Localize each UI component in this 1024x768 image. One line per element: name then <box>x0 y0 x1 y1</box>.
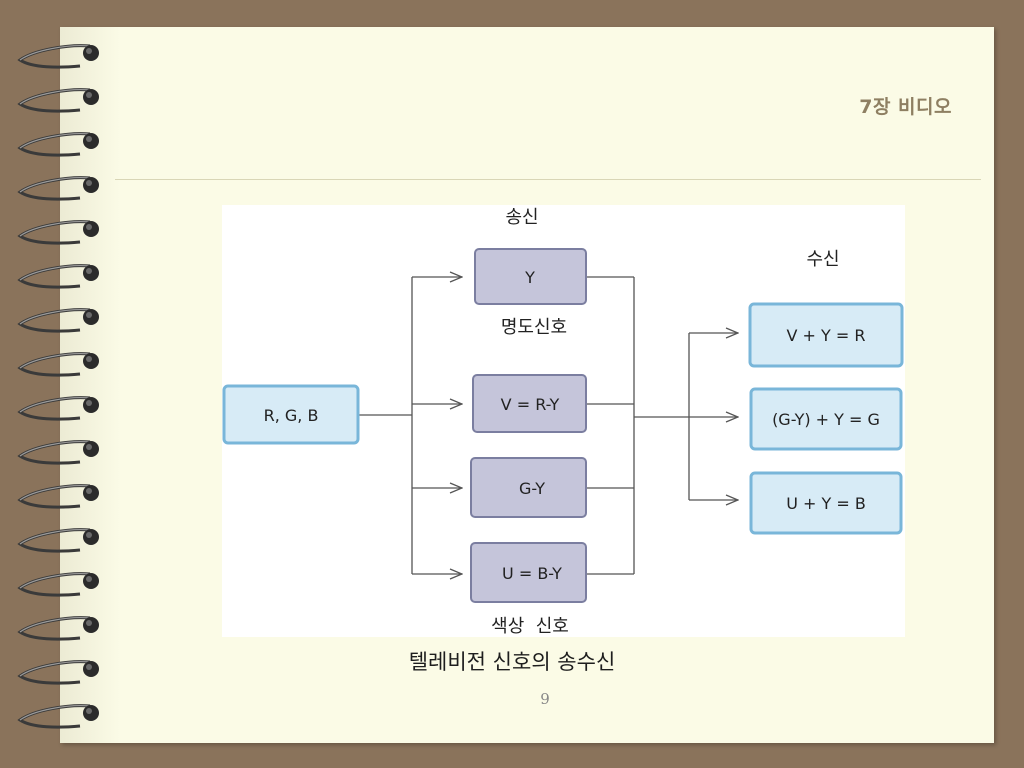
transmit-node-y: Y <box>474 248 587 305</box>
binding-ring <box>14 604 114 648</box>
binding-ring <box>14 384 114 428</box>
figure-caption: 텔레비전 신호의 송수신 <box>408 650 616 674</box>
receive-node-b: U + Y = B <box>749 471 903 535</box>
transmit-node-v-label: V = R-Y <box>501 395 560 414</box>
input-node: R, G, B <box>222 384 360 445</box>
chroma-signal-label: 색상 신호 <box>491 616 569 637</box>
binding-ring <box>14 428 114 472</box>
transmit-node-u-label: U = B-Y <box>502 564 562 583</box>
receive-node-b-label: U + Y = B <box>786 494 866 513</box>
receive-label: 수신 <box>806 249 839 270</box>
receive-node-r: V + Y = R <box>748 302 904 368</box>
binding-ring <box>14 692 114 736</box>
binding-ring <box>14 76 114 120</box>
binding-ring <box>14 252 114 296</box>
receive-node-r-label: V + Y = R <box>787 326 866 345</box>
binding-ring <box>14 472 114 516</box>
binding-ring <box>14 516 114 560</box>
page-number: 9 <box>540 690 550 708</box>
receive-node-g: (G-Y) + Y = G <box>749 387 903 451</box>
binding-ring <box>14 296 114 340</box>
input-node-label: R, G, B <box>264 406 319 425</box>
signal-diagram: R, G, B Y V = R-Y G-Y U = B-Y V + Y = R … <box>222 207 904 637</box>
receive-node-g-label: (G-Y) + Y = G <box>772 410 880 429</box>
luma-signal-label: 명도신호 <box>501 317 567 338</box>
binding-ring <box>14 164 114 208</box>
chapter-title: 7장 비디오 <box>859 96 952 118</box>
title-divider <box>115 179 981 180</box>
transmit-node-u: U = B-Y <box>470 542 587 603</box>
binding-ring <box>14 120 114 164</box>
transmit-node-v: V = R-Y <box>472 374 587 433</box>
binding-ring <box>14 340 114 384</box>
diagram-panel: R, G, B Y V = R-Y G-Y U = B-Y V + Y = R … <box>222 205 905 637</box>
binding-ring <box>14 648 114 692</box>
transmit-label: 송신 <box>505 207 538 228</box>
binding-ring <box>14 32 114 76</box>
connector-lines <box>358 277 738 574</box>
transmit-node-gy: G-Y <box>470 457 587 518</box>
binding-ring <box>14 560 114 604</box>
transmit-node-gy-label: G-Y <box>519 479 545 498</box>
binding-ring <box>14 208 114 252</box>
transmit-node-y-label: Y <box>524 268 535 287</box>
